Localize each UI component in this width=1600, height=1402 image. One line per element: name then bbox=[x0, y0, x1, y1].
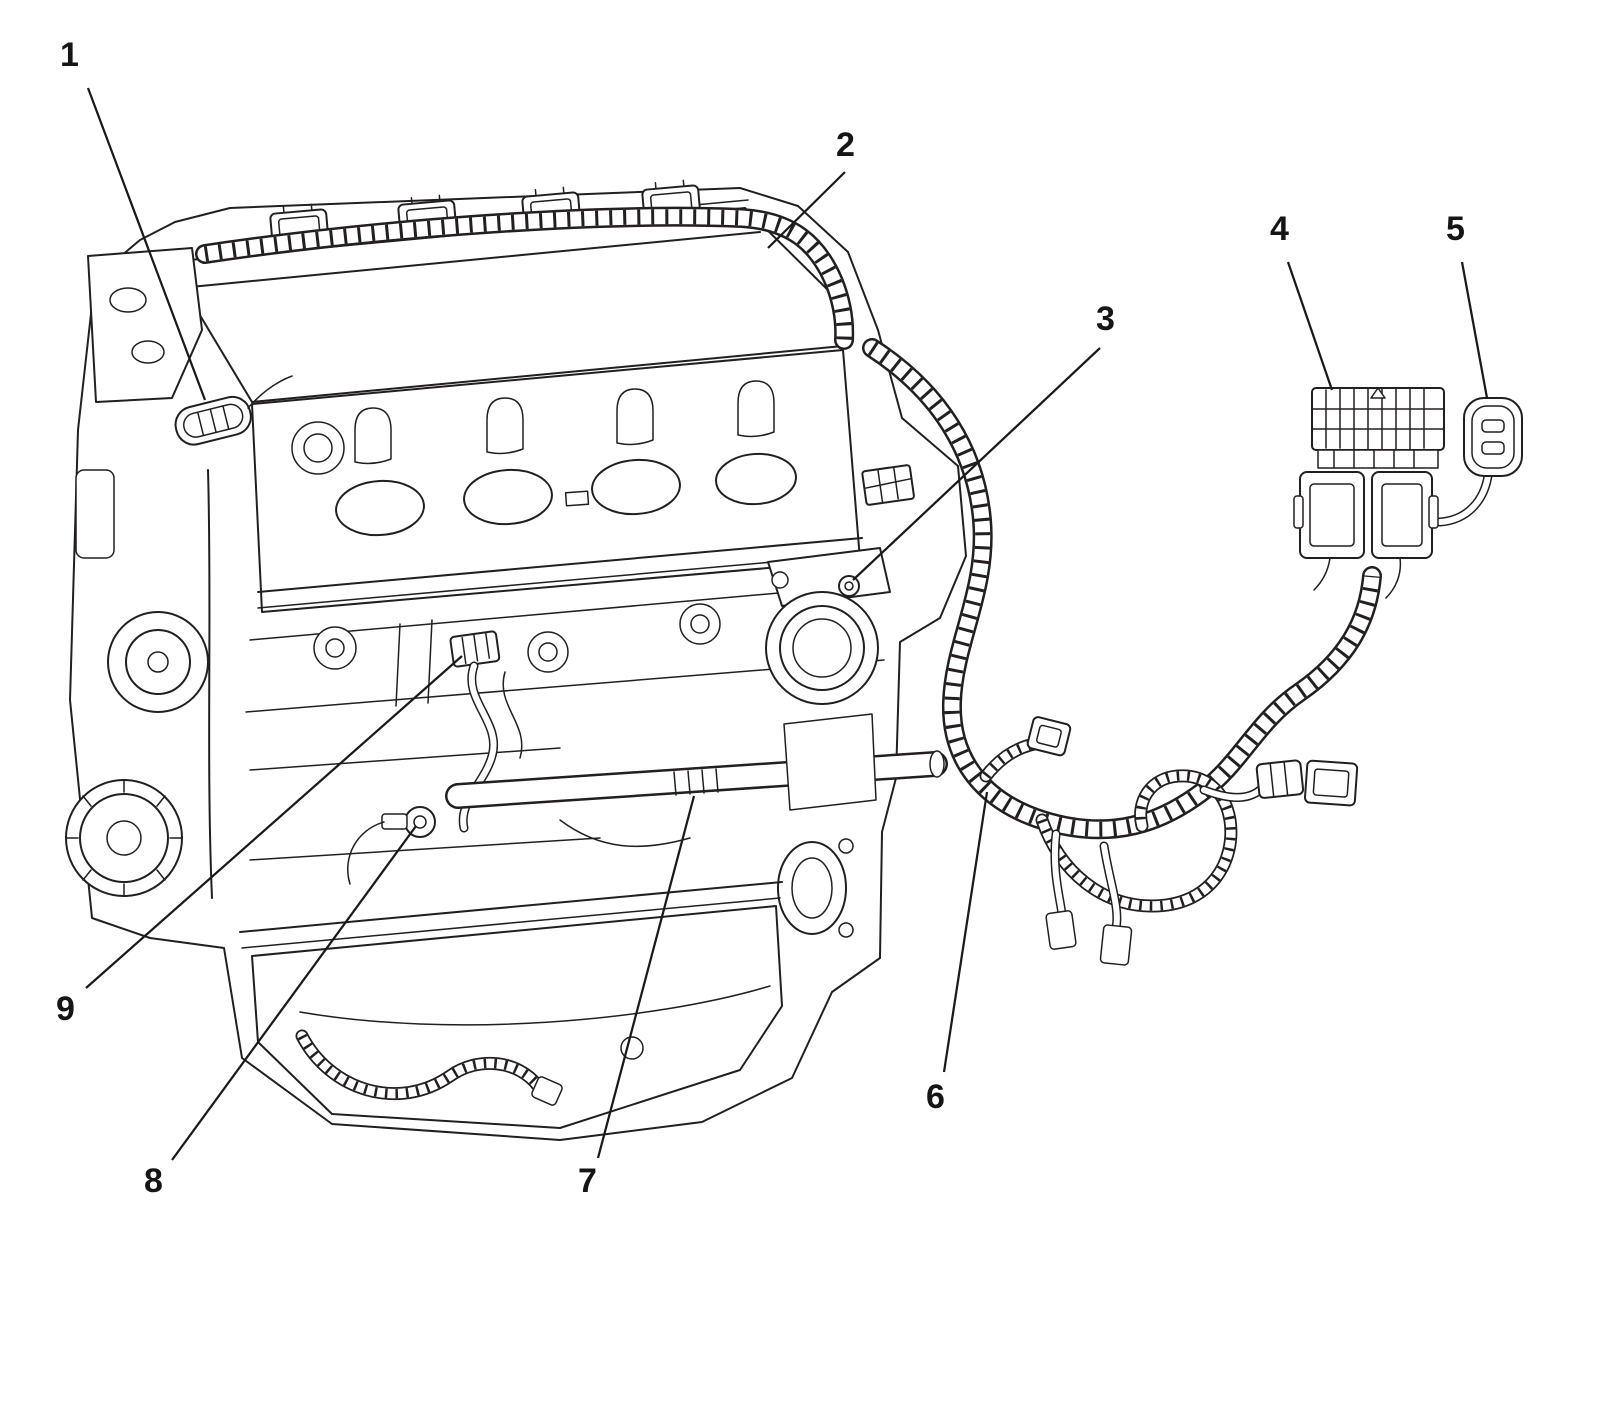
engine-mount-bracket bbox=[87, 247, 203, 403]
water-outlet-housing bbox=[765, 547, 891, 705]
engine-side-connector bbox=[861, 464, 915, 506]
round-harness-connector bbox=[1463, 397, 1523, 477]
main-wiring-harness-conduit bbox=[862, 338, 1493, 966]
callout-leader-lines bbox=[85, 87, 1489, 1161]
callout-label-2: 2 bbox=[836, 126, 855, 164]
callout-label-1: 1 bbox=[60, 36, 79, 74]
callout-label-5: 5 bbox=[1446, 210, 1465, 248]
oval-connector bbox=[174, 375, 293, 446]
timing-cover bbox=[65, 469, 213, 899]
intake-ports bbox=[335, 452, 797, 537]
callout-label-4: 4 bbox=[1270, 210, 1289, 248]
ground-bolt-boss bbox=[838, 575, 860, 597]
exhaust-flange bbox=[777, 713, 877, 938]
callout-label-3: 3 bbox=[1096, 300, 1115, 338]
callout-label-6: 6 bbox=[926, 1078, 945, 1116]
multiway-connector-block bbox=[1293, 387, 1445, 599]
engine-block bbox=[245, 583, 885, 861]
callout-label-8: 8 bbox=[144, 1162, 163, 1200]
coil-harness-conduit bbox=[195, 206, 855, 350]
cylinder-head bbox=[251, 349, 863, 613]
callout-label-9: 9 bbox=[56, 990, 75, 1028]
block-sensor bbox=[347, 806, 436, 885]
callout-label-7: 7 bbox=[578, 1162, 597, 1200]
